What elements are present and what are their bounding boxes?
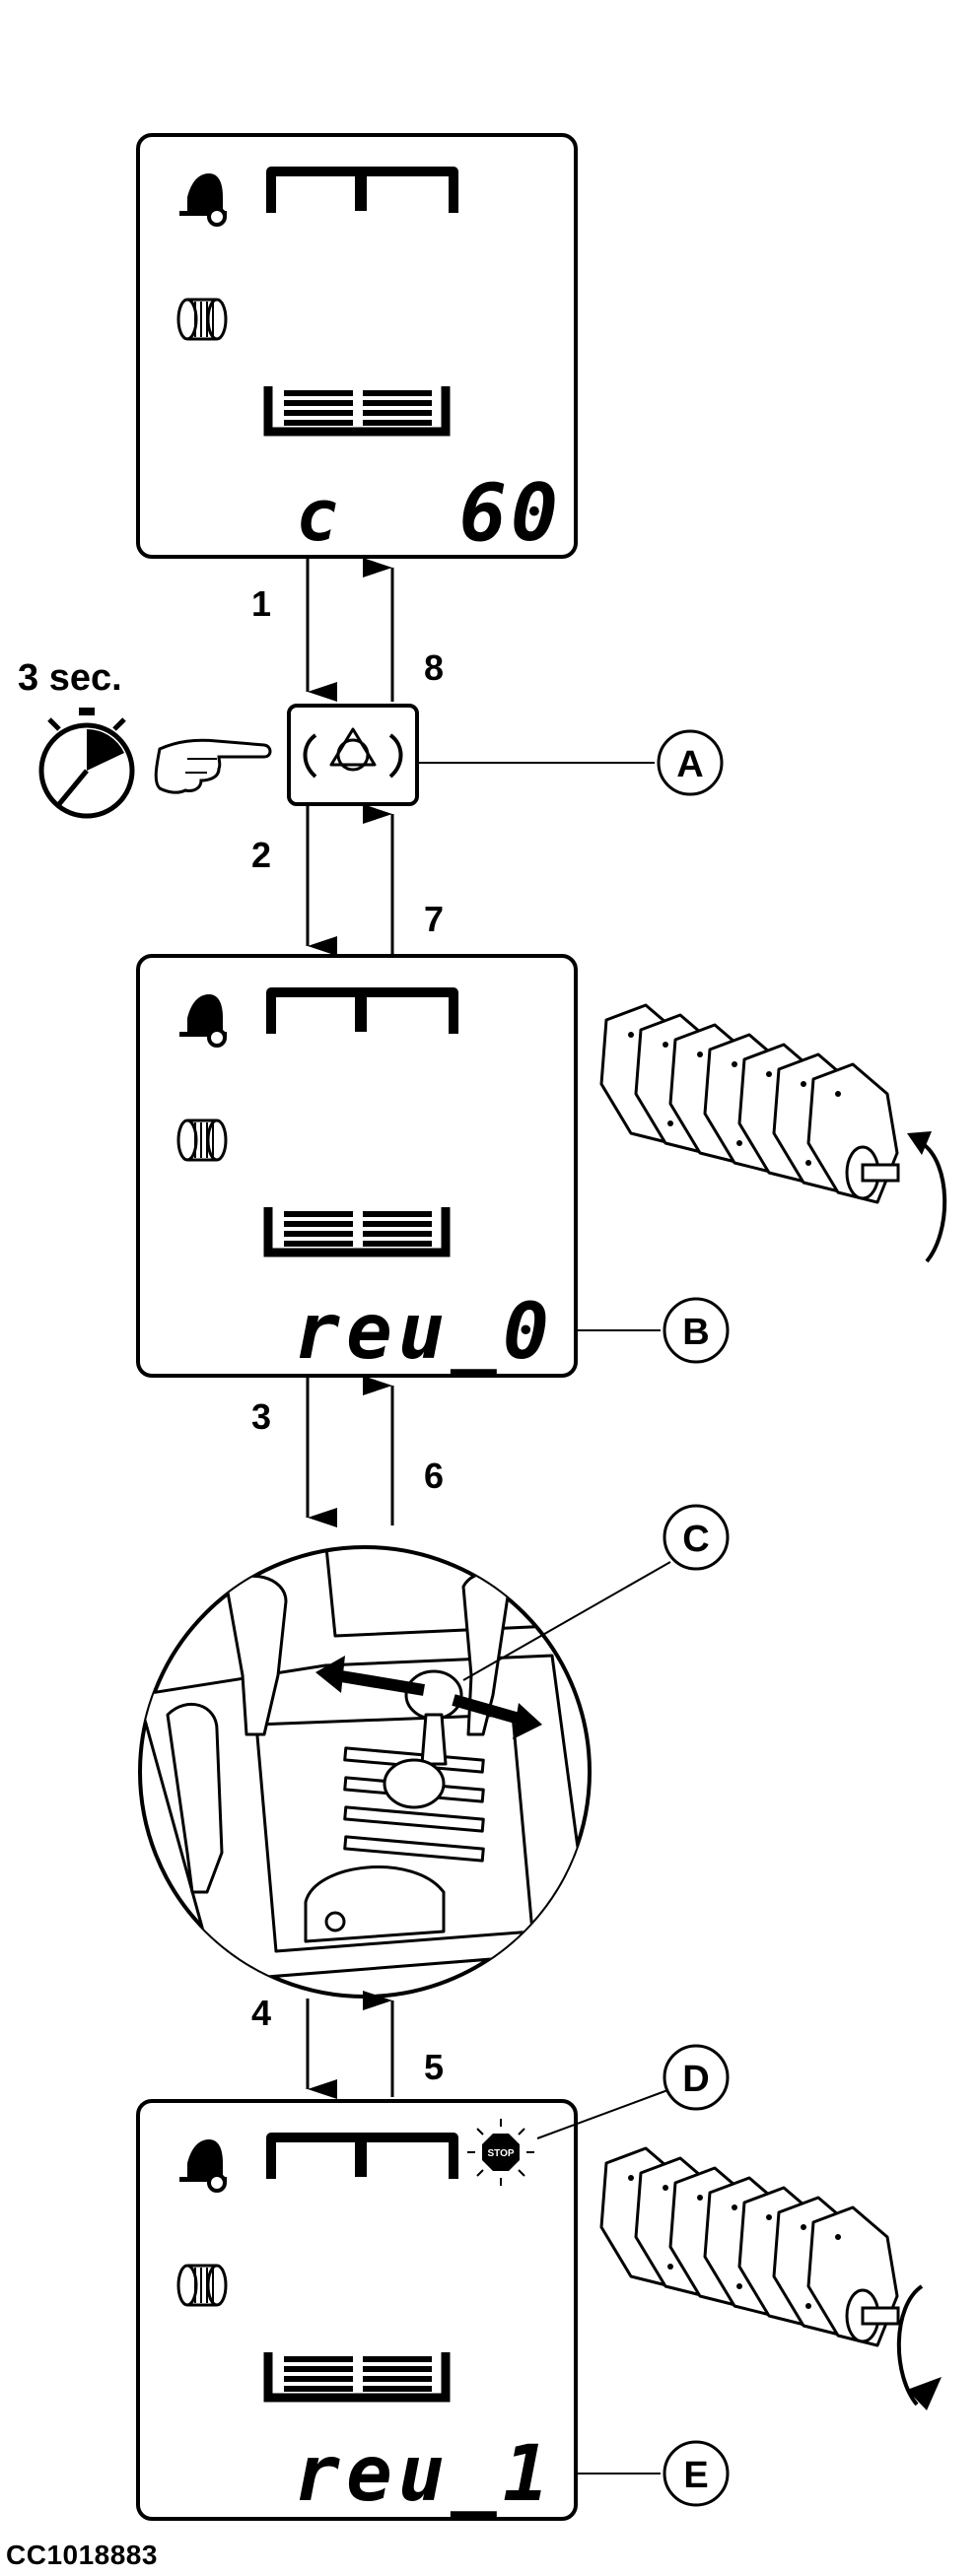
reverse-button[interactable] — [287, 704, 419, 806]
net-roll-icon — [176, 2264, 228, 2307]
arrows-bottom: 4 5 — [251, 1991, 444, 2099]
callout-e-label: E — [683, 2455, 708, 2496]
net-roll-icon — [176, 1119, 228, 1162]
display-top-frame — [136, 133, 578, 559]
step-number-2: 2 — [251, 835, 271, 875]
arrows-middle-lower: 3 6 — [251, 1376, 444, 1527]
step-number-3: 3 — [251, 1396, 271, 1437]
timer-group: 3 sec. — [18, 657, 272, 819]
callout-d-label: D — [682, 2059, 709, 2100]
callout-e-circle — [663, 2440, 730, 2507]
display-middle-frame — [136, 954, 578, 1378]
callout-a-circle — [657, 729, 724, 796]
lever-panel-illustration — [138, 1545, 592, 1999]
timer-label: 3 sec. — [18, 657, 122, 699]
arrows-top: 1 8 — [251, 558, 444, 702]
callout-c-label: C — [682, 1519, 709, 1560]
callout-b-label: B — [682, 1312, 709, 1353]
step-number-6: 6 — [424, 1456, 444, 1496]
callout-a-label: A — [676, 744, 703, 785]
callout-c-circle — [663, 1504, 730, 1571]
callout-c-leader — [462, 1561, 671, 1681]
rotor-icon — [599, 2146, 942, 2410]
rotor-icon — [599, 1003, 947, 1263]
callout-d-leader — [536, 2088, 671, 2139]
display-bottom-frame — [136, 2099, 578, 2521]
step-number-7: 7 — [424, 899, 444, 939]
callout-b-circle — [663, 1297, 730, 1364]
callout-d-circle — [663, 2044, 730, 2111]
step-number-8: 8 — [424, 647, 444, 688]
shift-direction-arrows — [315, 1656, 542, 1739]
step-number-1: 1 — [251, 583, 271, 624]
stopwatch-icon — [38, 708, 135, 819]
display-middle-text: reu_0 — [294, 1288, 555, 1377]
display-top-mode: c — [296, 474, 338, 557]
arrows-middle-upper: 2 7 — [251, 804, 444, 956]
net-roll-icon — [176, 298, 228, 341]
display-bottom-text: reu_1 — [294, 2430, 555, 2519]
reverse-button-frame[interactable] — [287, 704, 419, 806]
display-middle: reu_0 — [136, 954, 578, 1378]
display-bottom: reu_1 STOP — [136, 2099, 578, 2521]
display-top: c 60 — [136, 133, 578, 559]
display-top-value: 60 — [459, 467, 562, 559]
stop-sign-text: STOP — [487, 2148, 514, 2159]
step-number-5: 5 — [424, 2047, 444, 2087]
document-id: CC1018883 — [6, 2540, 158, 2570]
reverse-button-icon — [303, 727, 403, 779]
stop-sign-icon: STOP — [467, 2119, 534, 2186]
step-number-4: 4 — [251, 1993, 271, 2033]
pointing-hand-icon — [154, 738, 272, 794]
